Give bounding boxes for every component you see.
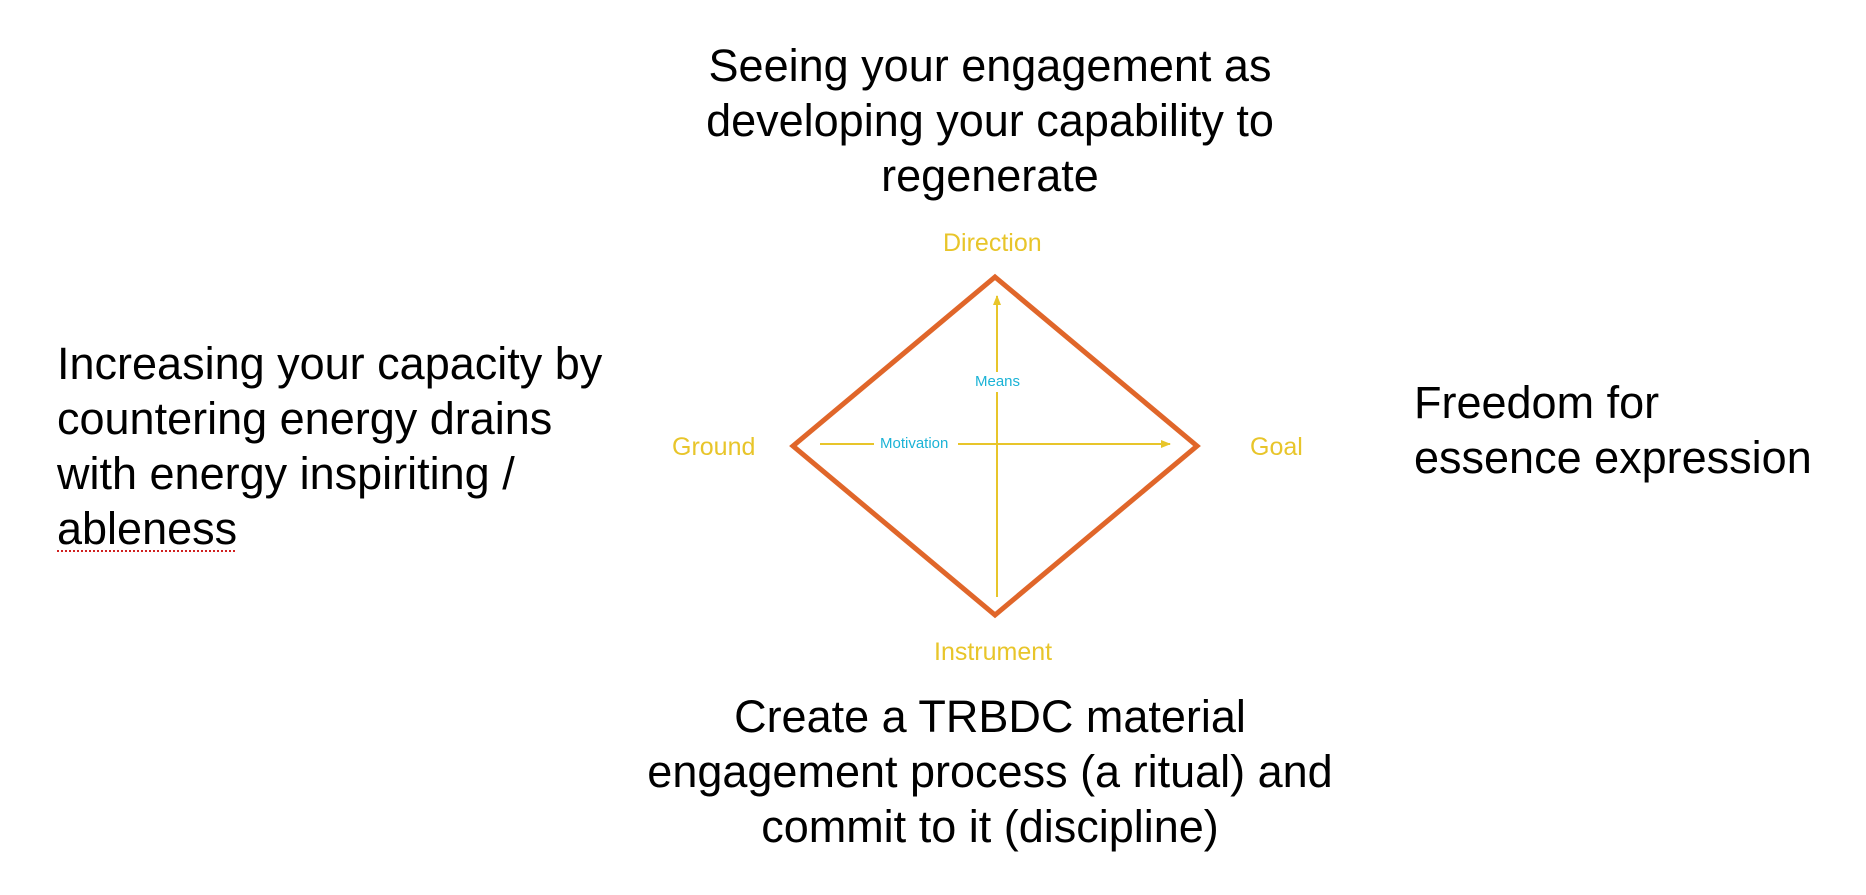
means-label-backdrop	[970, 372, 1024, 392]
bottom-text-line: engagement process (a ritual) and	[647, 746, 1333, 797]
pole-label-ground: Ground	[672, 433, 756, 461]
left-text-block: Increasing your capacity by countering e…	[57, 336, 677, 556]
left-text-line: ableness	[57, 501, 677, 556]
right-text-line: essence expression	[1414, 432, 1812, 483]
right-text-block: Freedom for essence expression	[1414, 375, 1854, 485]
top-text-line: Seeing your engagement as	[708, 40, 1272, 91]
pole-label-direction: Direction	[943, 229, 1042, 257]
left-text-line: countering energy drains	[57, 393, 553, 444]
left-text-line: Increasing your capacity by	[57, 338, 603, 389]
right-text-line: Freedom for	[1414, 377, 1660, 428]
inner-label-means: Means	[975, 373, 1021, 390]
top-text-line: developing your capability to	[706, 95, 1274, 146]
bottom-text-line: Create a TRBDC material	[734, 691, 1246, 742]
top-text-block: Seeing your engagement as developing you…	[600, 38, 1380, 203]
pole-label-goal: Goal	[1250, 433, 1303, 461]
motivation-label-backdrop	[874, 432, 958, 454]
left-text-line: with energy inspiriting /	[57, 448, 515, 499]
bottom-text-line: commit to it (discipline)	[761, 801, 1219, 852]
diamond-shape	[789, 273, 1201, 619]
pole-label-instrument: Instrument	[934, 638, 1053, 666]
spellcheck-underlined-word[interactable]: ableness	[57, 503, 238, 554]
bottom-text-block: Create a TRBDC material engagement proce…	[600, 689, 1380, 854]
inner-label-motivation: Motivation	[880, 435, 949, 452]
top-text-line: regenerate	[881, 150, 1099, 201]
